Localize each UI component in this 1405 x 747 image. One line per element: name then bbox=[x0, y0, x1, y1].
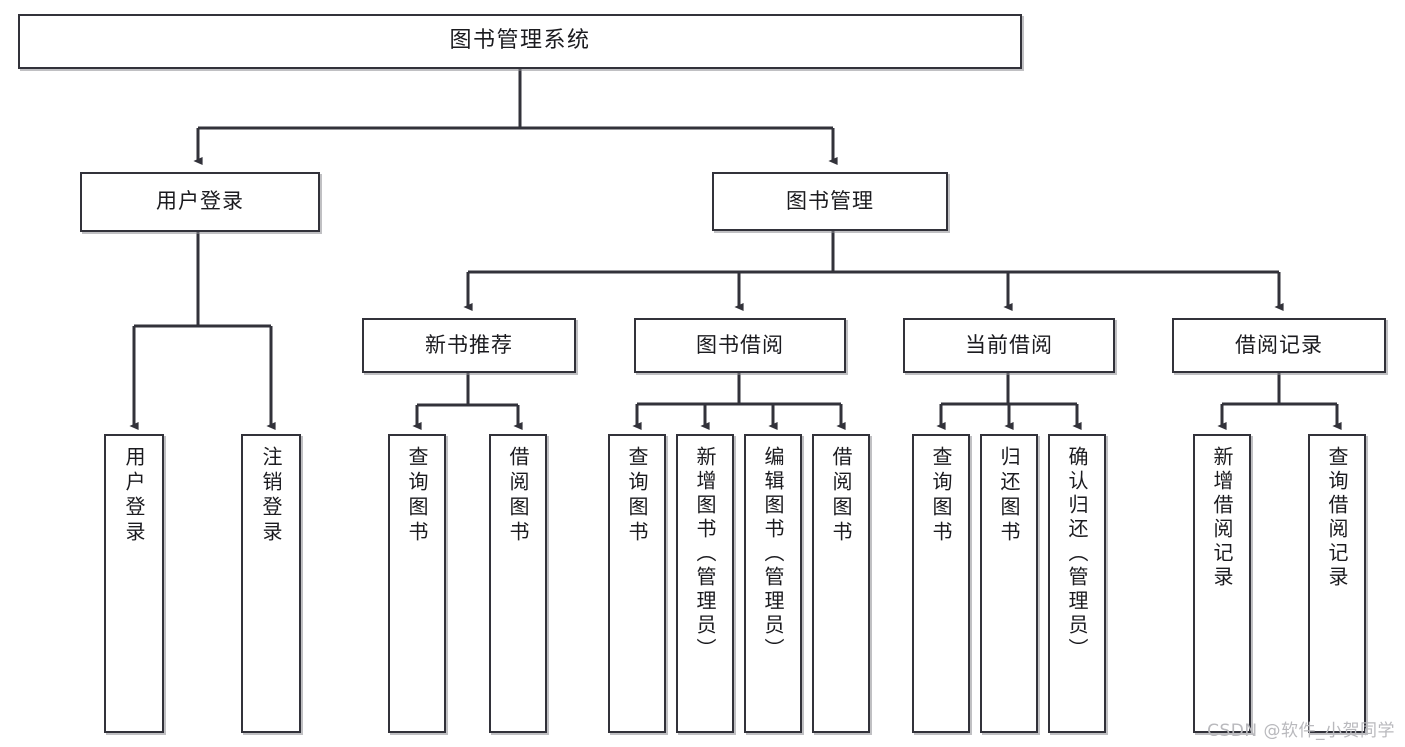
node-leaf-user-login[interactable]: 用户登录 bbox=[104, 434, 164, 733]
node-user-login-label: 用户登录 bbox=[156, 189, 244, 214]
node-leaf-query-book-new-label: 查询图书 bbox=[405, 446, 429, 546]
node-leaf-borrow-book-borrow-label: 借阅图书 bbox=[829, 446, 853, 546]
node-leaf-borrow-book-new-label: 借阅图书 bbox=[506, 446, 530, 546]
node-borrow-record-label: 借阅记录 bbox=[1235, 332, 1323, 357]
node-leaf-query-book-borrow-label: 查询图书 bbox=[625, 446, 649, 546]
node-new-book-recommend[interactable]: 新书推荐 bbox=[362, 318, 576, 373]
node-leaf-query-book-borrow[interactable]: 查询图书 bbox=[608, 434, 666, 733]
node-book-manage[interactable]: 图书管理 bbox=[712, 172, 948, 231]
node-leaf-return-book-label: 归还图书 bbox=[997, 446, 1021, 546]
node-borrow-record[interactable]: 借阅记录 bbox=[1172, 318, 1386, 373]
node-leaf-edit-book[interactable]: 编辑图书（管理员） bbox=[744, 434, 802, 733]
node-leaf-add-record[interactable]: 新增借阅记录 bbox=[1193, 434, 1251, 733]
node-leaf-query-record-label: 查询借阅记录 bbox=[1325, 446, 1349, 590]
node-current-borrow-label: 当前借阅 bbox=[965, 332, 1053, 357]
node-book-borrow-label: 图书借阅 bbox=[696, 332, 784, 357]
node-leaf-query-book-current-label: 查询图书 bbox=[929, 446, 953, 546]
node-leaf-user-logout[interactable]: 注销登录 bbox=[241, 434, 301, 733]
node-leaf-add-book[interactable]: 新增图书（管理员） bbox=[676, 434, 734, 733]
node-book-borrow[interactable]: 图书借阅 bbox=[634, 318, 846, 373]
node-leaf-add-book-label: 新增图书（管理员） bbox=[693, 446, 717, 662]
node-root-label: 图书管理系统 bbox=[449, 28, 591, 54]
node-leaf-confirm-return[interactable]: 确认归还（管理员） bbox=[1048, 434, 1106, 733]
node-root[interactable]: 图书管理系统 bbox=[18, 14, 1022, 69]
node-leaf-confirm-return-label: 确认归还（管理员） bbox=[1065, 446, 1089, 662]
node-user-login[interactable]: 用户登录 bbox=[80, 172, 320, 232]
node-leaf-query-record[interactable]: 查询借阅记录 bbox=[1308, 434, 1366, 733]
node-leaf-user-logout-label: 注销登录 bbox=[259, 446, 283, 546]
node-leaf-query-book-new[interactable]: 查询图书 bbox=[388, 434, 446, 733]
node-current-borrow[interactable]: 当前借阅 bbox=[903, 318, 1115, 373]
node-book-manage-label: 图书管理 bbox=[786, 188, 874, 213]
node-leaf-query-book-current[interactable]: 查询图书 bbox=[912, 434, 970, 733]
node-leaf-user-login-label: 用户登录 bbox=[122, 446, 146, 546]
node-leaf-return-book[interactable]: 归还图书 bbox=[980, 434, 1038, 733]
node-leaf-edit-book-label: 编辑图书（管理员） bbox=[761, 446, 785, 662]
node-new-book-recommend-label: 新书推荐 bbox=[425, 332, 513, 357]
node-leaf-add-record-label: 新增借阅记录 bbox=[1210, 446, 1234, 590]
node-leaf-borrow-book-new[interactable]: 借阅图书 bbox=[489, 434, 547, 733]
csdn-watermark: CSDN @软件_小贺同学 bbox=[1207, 721, 1395, 741]
node-leaf-borrow-book-borrow[interactable]: 借阅图书 bbox=[812, 434, 870, 733]
